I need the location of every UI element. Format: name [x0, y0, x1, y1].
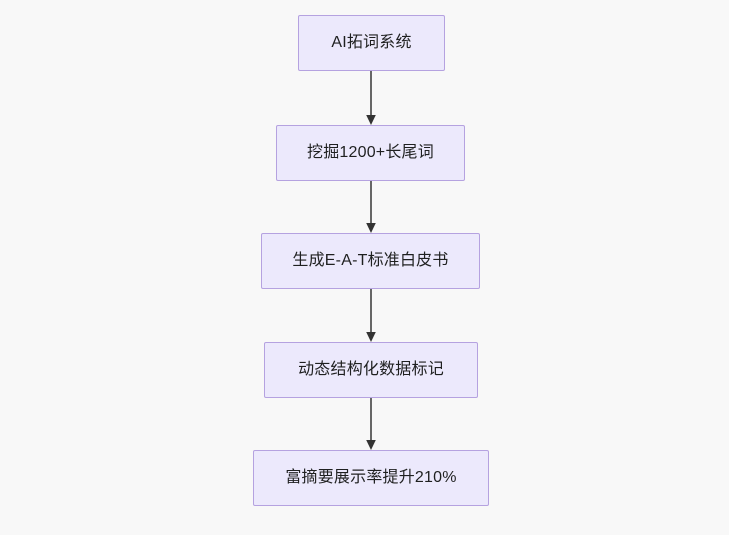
flow-node-label: AI拓词系统 [331, 34, 412, 52]
flow-node-label: 挖掘1200+长尾词 [307, 144, 434, 162]
flow-node-mine-longtail-keywords[interactable]: 挖掘1200+长尾词 [276, 125, 465, 181]
edge-n1-n2 [361, 71, 381, 125]
edge-n3-n4 [361, 289, 381, 342]
edge-n4-n5 [361, 398, 381, 450]
flow-node-generate-eat-whitepaper[interactable]: 生成E-A-T标准白皮书 [261, 233, 480, 289]
flow-node-label: 动态结构化数据标记 [298, 361, 444, 379]
flow-node-label: 富摘要展示率提升210% [285, 469, 457, 487]
flow-node-ai-keyword-system[interactable]: AI拓词系统 [298, 15, 445, 71]
flow-node-rich-snippet-impression-lift[interactable]: 富摘要展示率提升210% [253, 450, 489, 506]
flow-node-dynamic-structured-data-markup[interactable]: 动态结构化数据标记 [264, 342, 478, 398]
edge-n2-n3 [361, 181, 381, 233]
flow-node-label: 生成E-A-T标准白皮书 [292, 252, 449, 270]
